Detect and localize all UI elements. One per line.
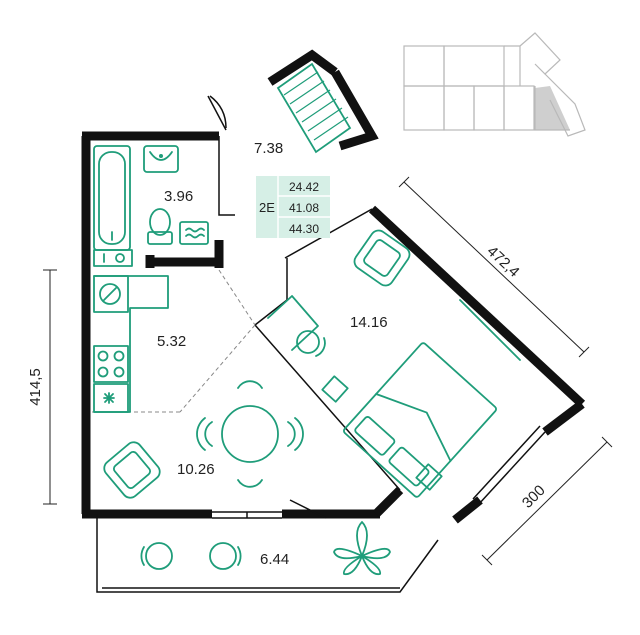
badge-living-area: 24.42 [289, 180, 319, 194]
room-area-bathroom: 3.96 [164, 188, 193, 205]
room-area-bedroom: 14.16 [350, 314, 388, 331]
balcony-door-swing [289, 499, 327, 519]
dimension-right-lower-label: 300 [519, 482, 549, 512]
sink-icon [143, 145, 179, 173]
room-area-living: 10.26 [177, 461, 215, 478]
dimension-right-upper: 472,4 [398, 176, 590, 358]
key-plan-highlight [535, 86, 570, 130]
room-area-hall: 7.38 [254, 140, 283, 157]
entrance-door [207, 95, 227, 131]
room-area-balcony: 6.44 [260, 551, 289, 568]
toilet-icon [147, 208, 173, 245]
zone-divider-kitchen [179, 324, 256, 413]
heater-icon [179, 221, 209, 245]
badge-total-area: 41.08 [289, 201, 319, 215]
bed-icon [321, 342, 497, 498]
desk-icon [267, 295, 326, 357]
fridge-icon [93, 383, 129, 413]
dimension-left-label: 414,5 [27, 368, 44, 406]
badge-type-cell [256, 176, 278, 238]
balcony-chair-right-icon [209, 542, 242, 570]
room-area-kitchen: 5.32 [157, 333, 186, 350]
vent-grille-icon [276, 62, 352, 154]
badge-values-cell [278, 176, 330, 238]
stove-icon [93, 345, 129, 383]
key-plan [403, 32, 586, 137]
badge-total-with-balcony: 44.30 [289, 222, 319, 236]
kitchen-sink-icon [99, 283, 121, 305]
walls [81, 49, 586, 593]
badge-type: 2E [259, 200, 275, 215]
bathtub-icon [93, 145, 131, 251]
balcony-chair-left-icon [140, 542, 173, 570]
dimension-left: 414,5 [27, 269, 57, 505]
area-badge: 2E 24.42 41.08 44.30 [256, 176, 330, 238]
plant-icon [333, 521, 391, 576]
bedroom-armchair-icon [353, 229, 411, 287]
dining-table-icon [196, 380, 304, 488]
zone-divider-hall [218, 269, 256, 326]
armchair-icon [103, 441, 161, 499]
washing-machine-icon [93, 249, 133, 267]
dimension-right-lower: 300 [481, 436, 613, 566]
